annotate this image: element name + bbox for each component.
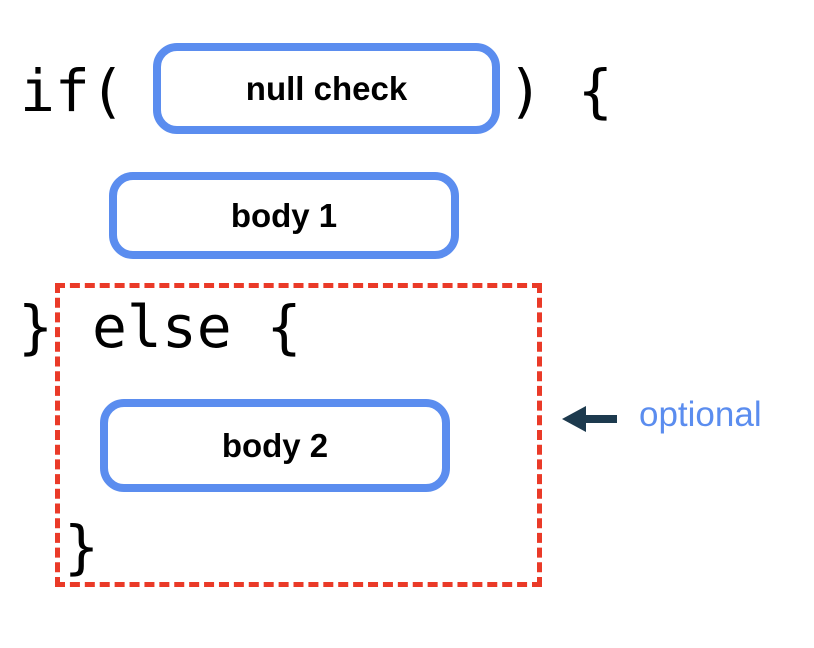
box-null-check-label: null check <box>245 70 408 107</box>
optional-else-region <box>55 283 542 587</box>
box-body-1-label: body 1 <box>230 197 338 234</box>
code-token-else-open: else { <box>92 293 302 361</box>
code-token-brace-close-if: } <box>18 293 53 361</box>
left-arrow-icon <box>560 404 618 434</box>
code-token-if-close: ) { <box>508 57 613 125</box>
code-token-if-open: if( <box>20 57 125 125</box>
annotation-label-optional: optional <box>639 395 762 434</box>
box-body-2-label: body 2 <box>221 427 329 464</box>
box-body-2[interactable]: body 2 <box>100 399 450 492</box>
code-token-brace-close-else: } <box>64 513 99 581</box>
box-body-1[interactable]: body 1 <box>109 172 459 259</box>
box-null-check[interactable]: null check <box>153 43 500 134</box>
